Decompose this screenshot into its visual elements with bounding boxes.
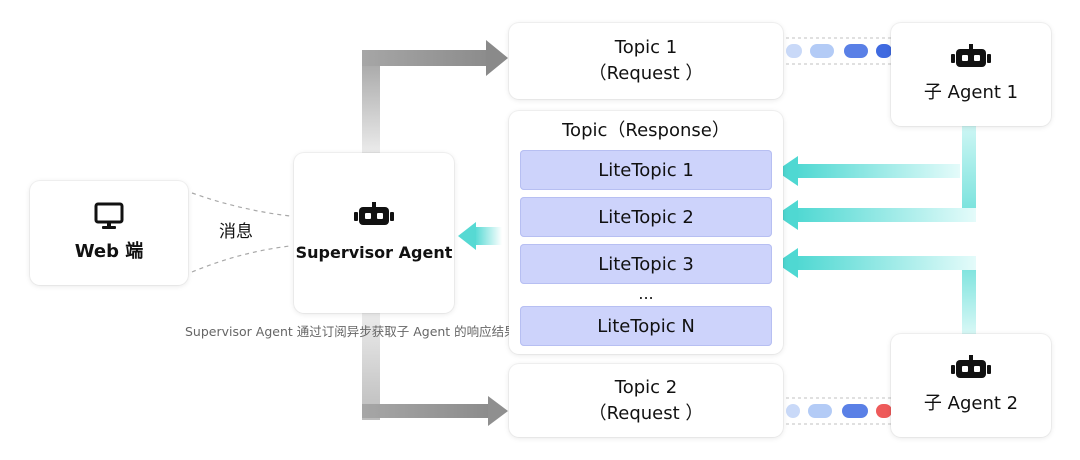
arrow-to-topic1-horizontal: [362, 50, 488, 66]
message-link-lower: [191, 245, 291, 273]
supervisor-agent-label: Supervisor Agent: [295, 243, 453, 262]
agent2-rise-vertical: [962, 256, 976, 334]
topic1-card: Topic 1 （Request ）: [509, 23, 783, 99]
topic1-title: Topic 1: [614, 37, 678, 58]
request-queue-1: [786, 37, 892, 65]
agent1-to-lite2-body: [796, 208, 976, 222]
topic2-card: Topic 2 （Request ）: [509, 364, 783, 437]
sub-agent2-card: 子 Agent 2: [891, 334, 1051, 437]
lite-topic-2: LiteTopic 2: [520, 197, 772, 237]
sub-agent1-card: 子 Agent 1: [891, 23, 1051, 126]
arrow-to-topic2-vertical: [362, 312, 380, 420]
robot-icon: [354, 202, 394, 225]
sub-agent1-label: 子 Agent 1: [923, 81, 1019, 103]
lite-topic-1: LiteTopic 1: [520, 150, 772, 190]
topic2-subtitle: （Request ）: [588, 402, 704, 424]
agent1-to-lite1-head: [776, 156, 798, 186]
web-client-label: Web 端: [74, 241, 144, 262]
lite-topic-3: LiteTopic 3: [520, 244, 772, 284]
message-link-upper: [191, 192, 291, 217]
agent1-to-lite2-head: [776, 200, 798, 230]
monitor-icon: [94, 202, 124, 229]
response-arrow-head: [458, 222, 476, 250]
lite-topic-n: LiteTopic N: [520, 306, 772, 346]
robot-icon: [951, 354, 991, 378]
sub-agent2-label: 子 Agent 2: [923, 392, 1019, 414]
arrow-to-topic1-head: [486, 40, 508, 76]
arrow-to-topic2-head: [488, 396, 508, 426]
lite-topic-ellipsis: ...: [638, 284, 654, 303]
agent2-to-lite3-head: [776, 248, 798, 278]
topic2-title: Topic 2: [614, 376, 678, 398]
agent1-to-lite1-body: [796, 164, 960, 178]
message-label: 消息: [219, 222, 253, 242]
topic1-subtitle: （Request ）: [588, 63, 704, 84]
arrow-to-topic2-horizontal: [362, 404, 490, 418]
agent1-drop-vertical: [962, 126, 976, 222]
web-client-card: Web 端: [30, 181, 188, 285]
request-queue-2: [786, 397, 892, 425]
response-arrow-body: [474, 227, 502, 245]
supervisor-agent-card: Supervisor Agent: [294, 153, 454, 313]
robot-icon: [951, 43, 991, 67]
agent2-to-lite3-body: [796, 256, 976, 270]
caption-text: Supervisor Agent 通过订阅异步获取子 Agent 的响应结果: [185, 324, 517, 339]
arrow-to-topic1-vertical: [362, 50, 380, 154]
topic-response-title: Topic（Response）: [562, 120, 730, 141]
